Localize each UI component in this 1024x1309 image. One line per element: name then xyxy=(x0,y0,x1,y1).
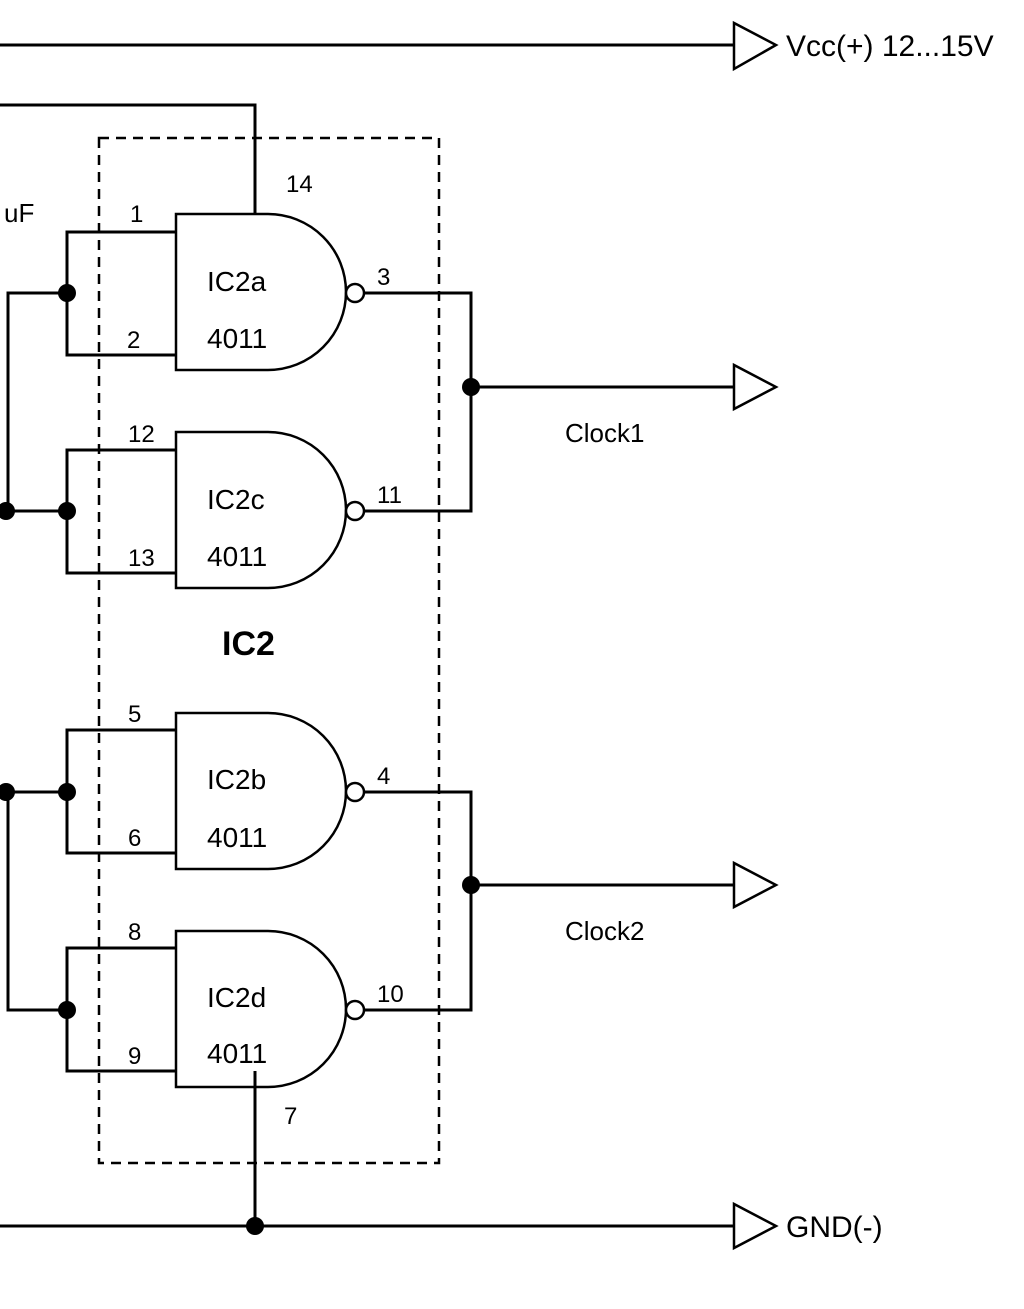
pin-number: 10 xyxy=(377,981,404,1008)
vdd-supply-wire xyxy=(0,103,257,222)
junction-dot xyxy=(58,502,76,520)
pin-number: 7 xyxy=(284,1103,297,1130)
junction-dot xyxy=(58,284,76,302)
junction-dot xyxy=(246,1217,264,1235)
chip-label: IC2 xyxy=(222,625,275,663)
gate-name: IC2d xyxy=(207,982,266,1013)
pin-number: 12 xyxy=(128,421,155,448)
pin-number: 9 xyxy=(128,1043,141,1070)
gate-name: IC2a xyxy=(207,266,267,297)
gate-part: 4011 xyxy=(207,822,267,853)
ic2d-input-wires xyxy=(65,946,176,1073)
pin-number: 5 xyxy=(128,701,141,728)
pin-number: 8 xyxy=(128,919,141,946)
capacitor-unit-label: uF xyxy=(4,198,34,228)
pin-number: 14 xyxy=(286,171,313,198)
ic2b-input-wires xyxy=(65,728,176,855)
gnd-label: GND(-) xyxy=(786,1211,883,1244)
gate-ic2c: IC2c 4011 xyxy=(174,430,366,590)
pin-number: 2 xyxy=(127,327,140,354)
junction-dot xyxy=(58,783,76,801)
pin-number: 4 xyxy=(377,763,390,790)
clock2-combine-wire xyxy=(364,790,473,1012)
gate-ic2a: IC2a 4011 xyxy=(174,212,366,372)
junction-dot xyxy=(0,783,15,801)
gate-part: 4011 xyxy=(207,1038,267,1069)
gate-name: IC2c xyxy=(207,484,265,515)
gate-part: 4011 xyxy=(207,323,267,354)
ic2a-input-wires xyxy=(65,230,176,357)
ic2b-ic2d-input-link xyxy=(6,790,67,1012)
nand-gate-ic2c-inverter-bubble xyxy=(344,500,366,522)
ic2-package-outline xyxy=(97,136,441,1165)
pin-number: 1 xyxy=(130,201,143,228)
gate-ic2d: IC2d 4011 xyxy=(174,929,366,1089)
clock2-port-arrow xyxy=(732,860,779,910)
junction-dot xyxy=(58,1001,76,1019)
ic2c-input-wires xyxy=(65,448,176,575)
pin-number: 13 xyxy=(128,545,155,572)
nand-gate-ic2a-inverter-bubble xyxy=(344,282,366,304)
junction-dot xyxy=(0,502,15,520)
gate-ic2b: IC2b 4011 xyxy=(174,711,366,871)
nand-gate-ic2d-inverter-bubble xyxy=(344,999,366,1021)
vcc-label: Vcc(+) 12...15V xyxy=(786,30,994,63)
vcc-port-arrow xyxy=(732,20,779,72)
junction-dot xyxy=(462,876,480,894)
gate-part: 4011 xyxy=(207,541,267,572)
clock2-label: Clock2 xyxy=(565,916,644,946)
clock1-combine-wire xyxy=(364,291,473,513)
ic2a-ic2c-input-link xyxy=(6,291,67,513)
clock1-label: Clock1 xyxy=(565,418,644,448)
gate-name: IC2b xyxy=(207,764,266,795)
gnd-port-arrow xyxy=(732,1201,779,1251)
pin-number: 3 xyxy=(377,264,390,291)
pin-number: 11 xyxy=(377,482,402,509)
nand-gate-ic2b-inverter-bubble xyxy=(344,781,366,803)
junction-dot xyxy=(462,378,480,396)
pin-number: 6 xyxy=(128,825,141,852)
clock1-port-arrow xyxy=(732,362,779,412)
